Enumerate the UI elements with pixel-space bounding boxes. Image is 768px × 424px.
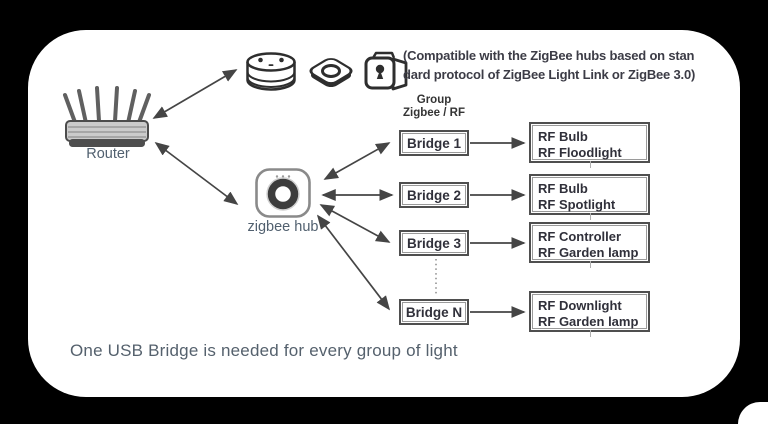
bridge-2-box: Bridge 2	[399, 182, 469, 208]
rf-device-line: RF Garden lamp	[538, 313, 639, 329]
rf-device-line: RF Garden lamp	[538, 244, 639, 260]
group-header: Group Zigbee / RF	[396, 94, 472, 120]
bridge-n-box: Bridge N	[399, 299, 469, 325]
rf-device-line: RF Floodlight	[538, 144, 622, 160]
bridge-n-label: Bridge N	[405, 304, 463, 320]
bridge-1-label: Bridge 1	[406, 135, 461, 151]
bridge-3-box: Bridge 3	[399, 230, 469, 256]
group-header-line1: Group	[416, 94, 452, 106]
smart-speaker-icon	[243, 51, 299, 101]
rf-devices-box-1: RF Bulb RF Floodlight	[529, 122, 650, 168]
wifi-router-icon	[60, 83, 154, 154]
group-header-line2: Zigbee / RF	[403, 107, 465, 119]
compatibility-note-line2: dard protocol of ZigBee Light Link or Zi…	[403, 66, 696, 82]
zigbee-hub-icon	[253, 166, 313, 225]
rf-devices-box-3: RF Controller RF Garden lamp	[529, 222, 650, 268]
caption-text: One USB Bridge is needed for every group…	[70, 341, 458, 360]
bridge-2-label: Bridge 2	[406, 187, 461, 203]
compatibility-note-line1: (Compatible with the ZigBee hubs based o…	[403, 48, 695, 63]
rf-device-line: RF Bulb	[538, 129, 588, 144]
rf-device-line: RF Controller	[538, 229, 622, 244]
compatibility-note: (Compatible with the ZigBee hubs based o…	[403, 47, 753, 84]
square-zigbee-hub-icon	[301, 51, 361, 100]
router-label: Router	[86, 146, 130, 162]
zigbee-hub-label: zigbee hub	[247, 219, 319, 235]
rf-devices-box-2: RF Bulb RF Spotlight	[529, 174, 650, 220]
rf-devices-box-4: RF Downlight RF Garden lamp	[529, 291, 650, 337]
cube-gateway-icon	[361, 49, 411, 102]
rf-device-line: RF Bulb	[538, 181, 588, 196]
rf-device-line: RF Downlight	[538, 298, 622, 313]
bridge-1-box: Bridge 1	[399, 130, 469, 156]
page-corner	[738, 402, 768, 424]
bridge-3-label: Bridge 3	[406, 235, 461, 251]
rf-device-line: RF Spotlight	[538, 196, 616, 212]
